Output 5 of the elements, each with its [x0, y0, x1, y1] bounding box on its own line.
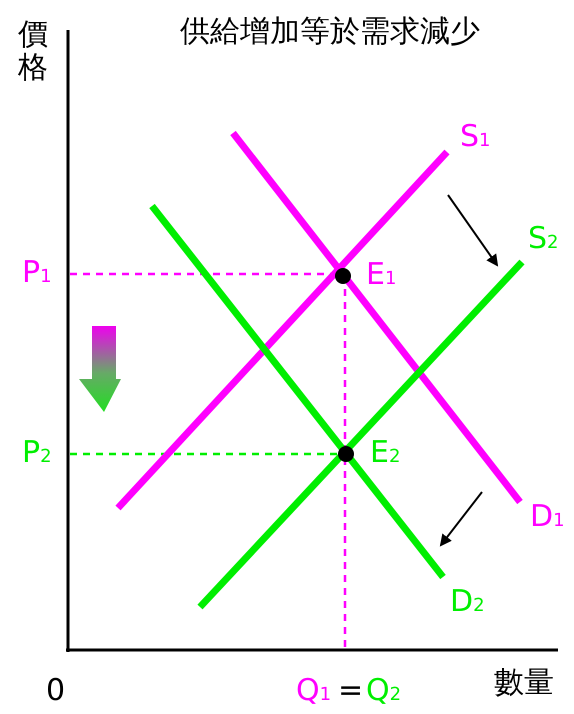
chart-title: 供給增加等於需求減少 — [179, 14, 481, 50]
chart-label: = — [338, 674, 364, 707]
axis-label: 價格 — [18, 18, 48, 84]
chart-label: 0 — [46, 674, 66, 707]
chart-label: 數量 — [494, 666, 554, 699]
